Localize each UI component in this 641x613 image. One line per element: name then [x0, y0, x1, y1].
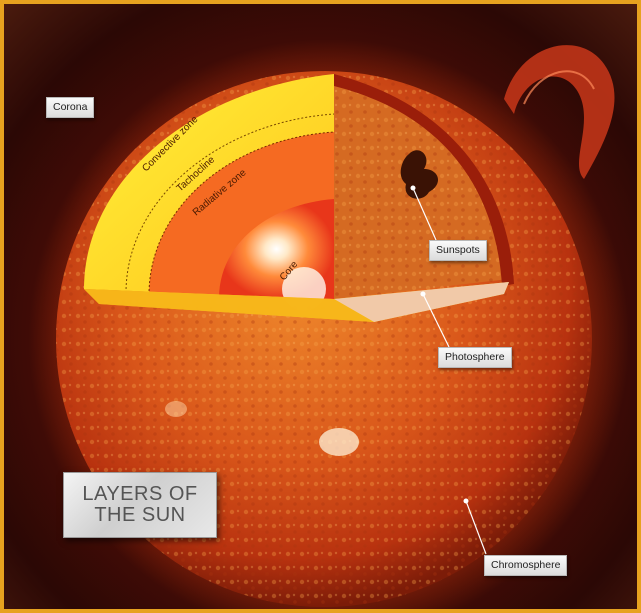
photosphere-label: Photosphere — [438, 347, 512, 368]
sunspots-label: Sunspots — [429, 240, 487, 261]
title-line-1: LAYERS OF — [64, 484, 216, 505]
title-line-2: THE SUN — [64, 505, 216, 526]
corona-label: Corona — [46, 97, 94, 118]
bright-facula — [319, 428, 359, 456]
chromosphere-label: Chromosphere — [484, 555, 567, 576]
diagram-title: LAYERS OF THE SUN — [63, 472, 217, 538]
